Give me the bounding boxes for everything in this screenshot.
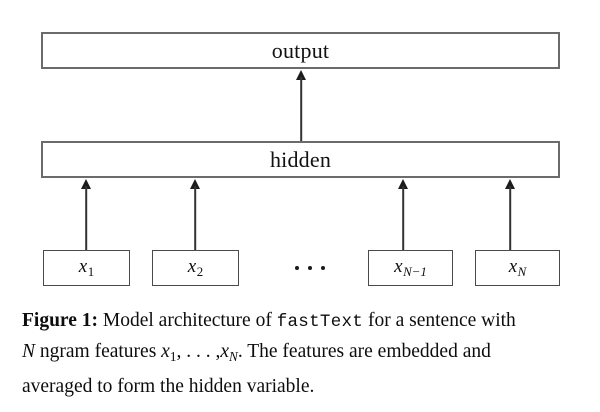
arrow-hidden-to-output (293, 70, 309, 141)
arrow-head-icon (81, 179, 91, 189)
caption-text-after-mono: for a sentence with (363, 310, 516, 331)
caption-text-dots: , . . . , (176, 341, 221, 362)
arrow-head-icon (505, 179, 515, 189)
input-node-x2-label: x2 (187, 255, 204, 280)
ellipsis-dot-icon (321, 266, 325, 270)
arrow-shaft (402, 186, 404, 250)
input-node-xn-label: xN (508, 255, 527, 280)
caption-var-x1: x1 (161, 341, 177, 364)
arrow-xn-minus-1-to-hidden (395, 179, 411, 250)
ellipsis-indicator (280, 250, 340, 286)
input-node-xn: xN (475, 250, 560, 286)
output-node-label: output (271, 37, 330, 63)
ellipsis-dot-icon (295, 266, 299, 270)
caption-var-n: N (22, 341, 36, 362)
caption-text-before-mono: Model architecture of (98, 310, 277, 331)
caption-text-ngram: ngram features (35, 341, 162, 362)
input-node-xn-minus-1-label: xN−1 (394, 255, 427, 280)
caption-line-2: N ngram features x1, . . . ,xN. The feat… (22, 337, 578, 372)
caption-mono-fasttext: fastText (276, 312, 364, 332)
arrow-head-icon (190, 179, 200, 189)
arrow-shaft (194, 186, 196, 250)
ellipsis-dot-icon (308, 266, 312, 270)
hidden-node: hidden (41, 141, 560, 178)
caption-text-after-vars: . The features are embedded and (237, 341, 491, 362)
figure-caption: Figure 1: Model architecture of fastText… (22, 306, 578, 402)
arrow-xn-to-hidden (502, 179, 518, 250)
input-node-x1: x1 (43, 250, 130, 286)
input-node-x2: x2 (152, 250, 239, 286)
input-node-xn-minus-1: xN−1 (368, 250, 453, 286)
arrow-shaft (509, 186, 511, 250)
arrow-x1-to-hidden (78, 179, 94, 250)
input-node-x1-label: x1 (78, 255, 95, 280)
arrow-x2-to-hidden (187, 179, 203, 250)
caption-line-3: averaged to form the hidden variable. (22, 375, 315, 397)
caption-line-1: Figure 1: Model architecture of fastText… (22, 306, 578, 337)
arrow-head-icon (398, 179, 408, 189)
arrow-shaft (85, 186, 87, 250)
output-node: output (41, 32, 560, 69)
arrow-shaft (300, 77, 302, 141)
arrow-head-icon (296, 70, 306, 80)
caption-var-xn: xN (220, 341, 238, 364)
hidden-node-label: hidden (269, 146, 332, 172)
figure-label: Figure 1: (22, 310, 99, 331)
